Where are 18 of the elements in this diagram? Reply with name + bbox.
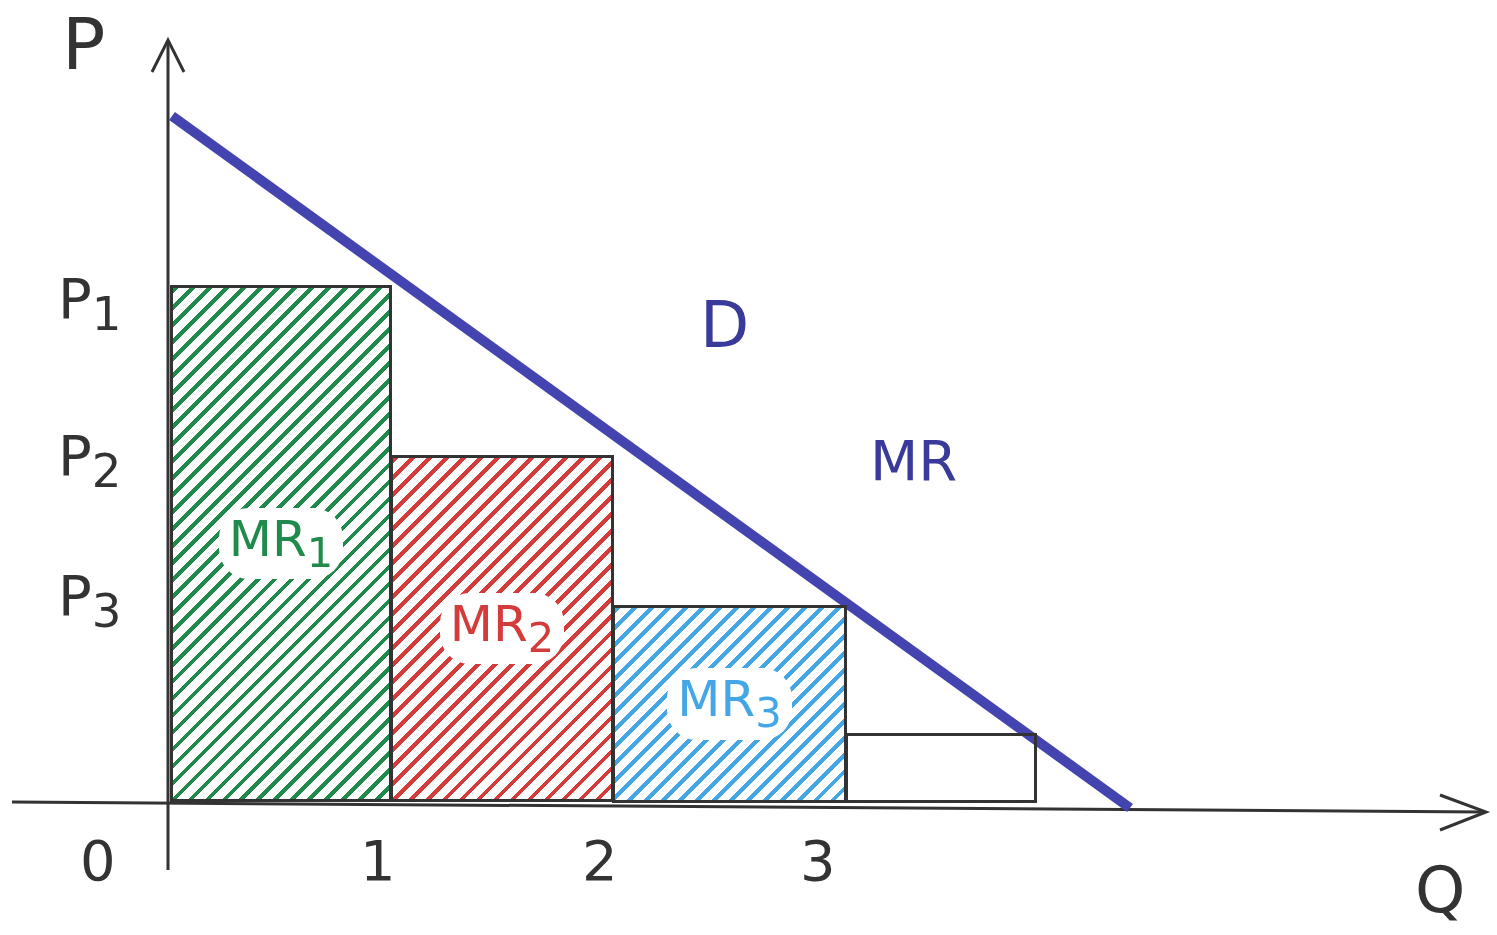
- tick-label: 0: [80, 830, 116, 892]
- area-label: MR$_{3}$: [667, 668, 792, 740]
- tick-label: 2: [582, 830, 618, 892]
- curve-label: MR: [870, 430, 958, 492]
- area-label: MR$_{1}$: [218, 507, 344, 580]
- price-label: P$_{2}$: [58, 425, 122, 498]
- hatched-area: [390, 455, 614, 802]
- hatched-area: [170, 285, 392, 802]
- price-label: P$_{3}$: [58, 565, 122, 638]
- curve-label: D: [700, 290, 750, 361]
- empty-rectangle: [845, 733, 1037, 803]
- tick-label: 1: [360, 830, 396, 892]
- tick-label: 3: [800, 830, 836, 892]
- axis-label: P: [62, 5, 106, 85]
- axis-label: Q: [1415, 855, 1466, 926]
- hatched-area: [612, 605, 847, 803]
- price-label: P$_{1}$: [58, 268, 122, 341]
- area-label: MR$_{2}$: [439, 592, 565, 665]
